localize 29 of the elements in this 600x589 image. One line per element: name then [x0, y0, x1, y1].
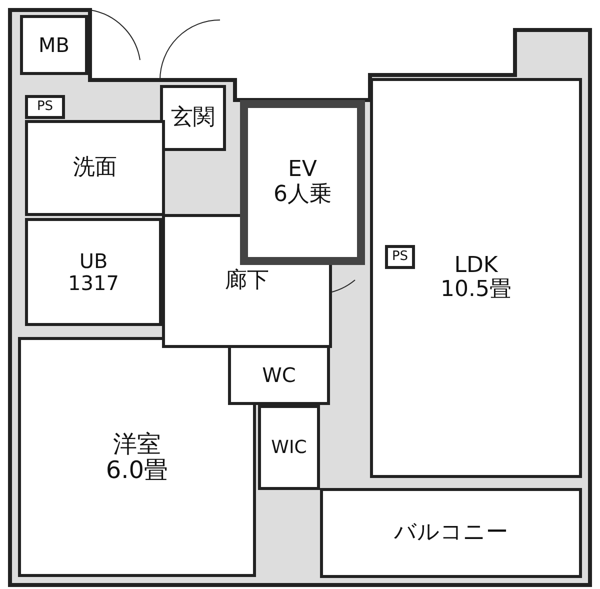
room-detail-label: 6.0畳 [106, 457, 168, 484]
room-outline [25, 95, 65, 119]
room-label: バルコニー [394, 520, 508, 546]
room-outline [25, 218, 162, 326]
room-label: LDK [454, 254, 498, 278]
room-label: MB [38, 34, 70, 56]
room-outline [258, 405, 320, 490]
room-outline [370, 78, 582, 478]
room-detail-label: 6人乗 [274, 182, 332, 207]
room-outline [320, 488, 582, 578]
room-label: PS [36, 100, 54, 114]
room-label: UB [79, 250, 108, 272]
room-outline [18, 337, 256, 577]
room-outline [25, 120, 165, 216]
room-outline [240, 100, 365, 265]
room-detail-label: 1317 [68, 272, 119, 294]
room-outline [228, 345, 330, 405]
room-label: PS [392, 250, 408, 264]
room-label: 洋室 [113, 430, 161, 457]
room-detail-label: 10.5畳 [440, 278, 512, 302]
room-outline [160, 85, 226, 151]
room-outline [385, 245, 415, 269]
room-label: WC [262, 364, 296, 386]
room-outline [20, 15, 88, 75]
room-label: 廊下 [225, 268, 269, 294]
room-label: WIC [271, 438, 307, 458]
room-label: 洗面 [73, 156, 117, 180]
room-label: 玄関 [171, 106, 215, 130]
room-label: EV [288, 158, 317, 182]
